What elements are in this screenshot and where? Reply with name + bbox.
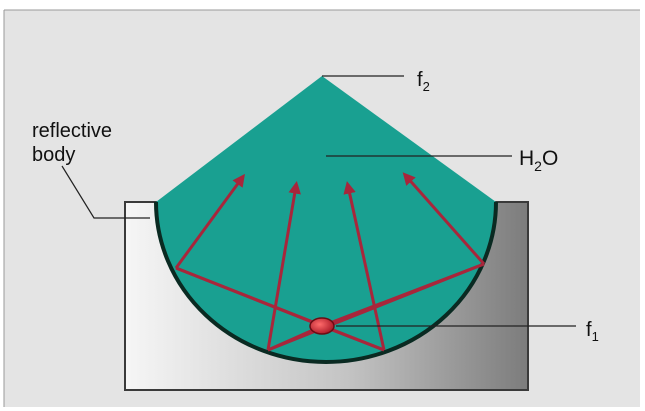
reflective-body-leader-line (61, 165, 150, 219)
reflective-surface (154, 201, 498, 364)
reflected-ray (174, 173, 245, 269)
label-reflective: reflective (32, 120, 112, 142)
reflected-ray (402, 172, 486, 265)
label-water: H2O (519, 147, 558, 174)
label-f2: f2 (417, 69, 430, 94)
shockwave-source (309, 317, 335, 335)
reflector-chords (175, 262, 485, 352)
label-body: body (32, 144, 75, 166)
reflected-ray (266, 181, 301, 351)
chord-ray (267, 262, 485, 352)
chord-ray (175, 266, 385, 352)
reflected-rays (174, 172, 486, 351)
label-f1: f1 (586, 319, 599, 344)
reflected-ray (343, 181, 386, 351)
